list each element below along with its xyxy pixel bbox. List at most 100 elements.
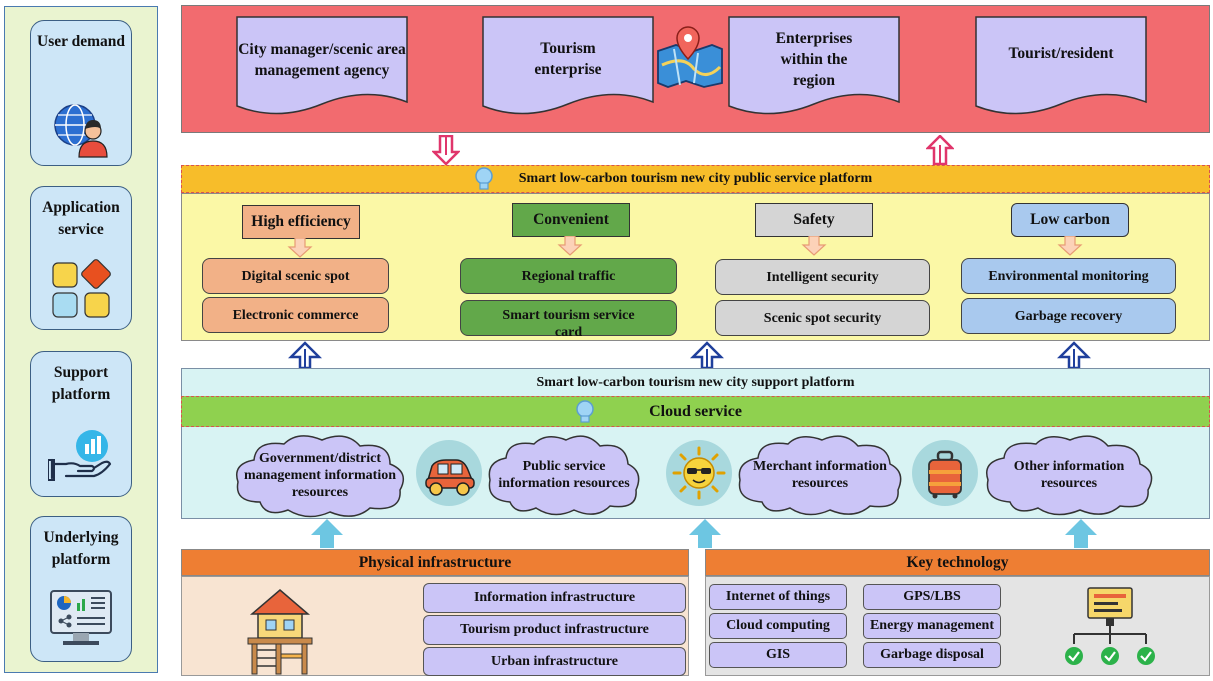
service-item-label: Environmental monitoring <box>988 268 1149 284</box>
arrow-down-icon <box>557 235 583 256</box>
technology-label: Energy management <box>869 618 995 633</box>
layer-label: Underlying platform <box>43 529 119 568</box>
car-icon <box>416 440 482 506</box>
stakeholder-label: City manager/scenic area management agen… <box>238 41 406 79</box>
resource-label: Public service information resources <box>498 459 630 491</box>
support-platform-title: Smart low-carbon tourism new city suppor… <box>181 372 1210 394</box>
support-platform-title-text: Smart low-carbon tourism new city suppor… <box>536 375 855 390</box>
map-pin-icon <box>654 25 726 89</box>
arrow-down-icon <box>801 235 827 256</box>
technology-label: Garbage disposal <box>880 647 984 662</box>
key-technology-title: Key technology <box>906 553 1009 571</box>
category-label: Convenient <box>533 211 609 228</box>
layer-label: Application service <box>42 199 120 238</box>
luggage-icon <box>912 440 978 506</box>
physical-infrastructure-header: Physical infrastructure <box>181 549 689 576</box>
service-item: Garbage recovery <box>961 298 1176 334</box>
infrastructure-label: Urban infrastructure <box>491 653 618 669</box>
category-label: Low carbon <box>1030 211 1110 228</box>
service-item-label: Smart tourism service card <box>502 308 635 340</box>
resource-label: Government/district management informati… <box>243 450 397 500</box>
stakeholder-doc: Tourism enterprise <box>482 16 654 116</box>
app-grid-icon <box>49 257 113 326</box>
resource-cloud: Public service information resources <box>484 430 644 520</box>
technology-label: GIS <box>765 647 791 662</box>
lightbulb-icon <box>472 166 496 196</box>
lightbulb-icon <box>573 399 597 429</box>
resource-cloud: Merchant information resources <box>734 430 906 520</box>
category-high-efficiency: High efficiency <box>242 205 360 239</box>
service-item: Intelligent security <box>715 259 930 295</box>
service-item-label: Digital scenic spot <box>241 268 350 284</box>
infrastructure-item: Urban infrastructure <box>423 647 686 676</box>
user-globe-icon <box>51 99 111 164</box>
resource-label: Merchant information resources <box>753 459 887 491</box>
layer-support-platform: Support platform <box>30 351 132 497</box>
house-icon <box>238 584 322 676</box>
arrow-up-icon <box>310 518 344 549</box>
resource-cloud: Other information resources <box>980 430 1158 520</box>
service-item-label: Garbage recovery <box>1014 308 1123 324</box>
category-convenient: Convenient <box>512 203 630 237</box>
arrow-down-icon <box>1057 235 1083 256</box>
sun-icon <box>666 440 732 506</box>
category-safety: Safety <box>755 203 873 237</box>
arrow-up-icon <box>924 134 956 166</box>
stakeholder-label: Tourism enterprise <box>534 40 602 78</box>
arrow-up-icon <box>1056 341 1092 370</box>
service-item: Digital scenic spot <box>202 258 389 294</box>
infrastructure-item: Tourism product infrastructure <box>423 615 686 645</box>
layer-application-service: Application service <box>30 186 132 330</box>
service-item-label: Scenic spot security <box>763 310 882 326</box>
hand-chart-icon <box>47 428 114 489</box>
arrow-down-icon <box>430 134 462 166</box>
infrastructure-label: Information infrastructure <box>473 590 636 605</box>
technology-label: Cloud computing <box>726 618 830 633</box>
technology-item: Internet of things <box>709 584 847 610</box>
service-item: Scenic spot security <box>715 300 930 336</box>
cloud-service-label: Cloud service <box>649 402 742 420</box>
category-label: Safety <box>793 211 835 228</box>
service-platform-title-text: Smart low-carbon tourism new city public… <box>518 171 873 186</box>
category-low-carbon: Low carbon <box>1011 203 1129 237</box>
network-checklist-icon <box>1060 584 1160 674</box>
service-platform-title: Smart low-carbon tourism new city public… <box>181 165 1210 193</box>
layer-label: Support platform <box>51 364 111 403</box>
service-item: Environmental monitoring <box>961 258 1176 294</box>
layer-label: User demand <box>37 33 125 50</box>
technology-item: GIS <box>709 642 847 668</box>
stakeholder-label: Enterprises within the region <box>775 29 853 89</box>
technology-item: Energy management <box>863 613 1001 639</box>
service-item-label: Electronic commerce <box>232 307 359 323</box>
arrow-up-icon <box>1064 518 1098 549</box>
arrow-up-icon <box>688 518 722 549</box>
technology-item: Cloud computing <box>709 613 847 639</box>
key-technology-header: Key technology <box>705 549 1210 576</box>
stakeholder-doc: Enterprises within the region <box>728 16 900 116</box>
infrastructure-label: Tourism product infrastructure <box>460 622 649 637</box>
service-item: Electronic commerce <box>202 297 389 333</box>
resource-label: Other information resources <box>1013 459 1125 491</box>
service-item: Regional traffic <box>460 258 677 294</box>
arrow-down-icon <box>287 237 313 258</box>
physical-infrastructure-title: Physical infrastructure <box>358 553 512 571</box>
layer-user-demand: User demand <box>30 20 132 166</box>
arrow-up-icon <box>689 341 725 370</box>
service-item-label: Intelligent security <box>766 269 879 285</box>
infrastructure-item: Information infrastructure <box>423 583 686 613</box>
resource-cloud: Government/district management informati… <box>230 430 410 520</box>
monitor-dashboard-icon <box>49 589 113 654</box>
technology-label: Internet of things <box>725 589 831 604</box>
arrow-up-icon <box>287 341 323 370</box>
stakeholder-doc: City manager/scenic area management agen… <box>236 16 408 116</box>
technology-label: GPS/LBS <box>903 589 961 604</box>
stakeholder-doc: Tourist/resident <box>975 16 1147 116</box>
stakeholder-label: Tourist/resident <box>1008 44 1114 62</box>
service-item: Smart tourism service card <box>460 300 677 340</box>
technology-item: GPS/LBS <box>863 584 1001 610</box>
technology-item: Garbage disposal <box>863 642 1001 668</box>
layer-underlying-platform: Underlying platform <box>30 516 132 662</box>
cloud-service-bar: Cloud service <box>181 396 1210 427</box>
service-item-label: Regional traffic <box>521 268 616 284</box>
category-label: High efficiency <box>251 213 351 230</box>
